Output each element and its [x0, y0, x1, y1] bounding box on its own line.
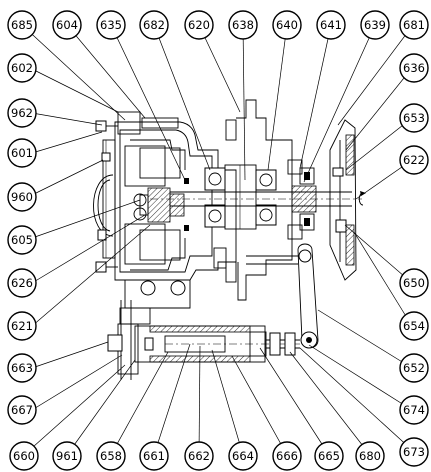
- svg-text:620: 620: [188, 18, 210, 32]
- svg-text:660: 660: [13, 449, 35, 463]
- svg-text:601: 601: [11, 146, 33, 160]
- callout-960: 960: [7, 182, 37, 212]
- callout-604: 604: [52, 10, 82, 40]
- callout-664: 664: [228, 441, 258, 471]
- svg-text:680: 680: [359, 449, 381, 463]
- svg-text:674: 674: [403, 403, 425, 417]
- callout-638: 638: [228, 10, 258, 40]
- assembly-drawing: [93, 99, 366, 380]
- svg-text:662: 662: [188, 449, 210, 463]
- svg-text:635: 635: [100, 18, 122, 32]
- svg-text:681: 681: [403, 18, 425, 32]
- svg-text:602: 602: [11, 61, 33, 75]
- callout-602: 602: [7, 53, 37, 83]
- callout-660: 660: [9, 441, 39, 471]
- callout-636: 636: [399, 53, 429, 83]
- callout-635: 635: [96, 10, 126, 40]
- callout-620: 620: [184, 10, 214, 40]
- pinion-section: [133, 178, 189, 231]
- svg-text:673: 673: [403, 445, 425, 459]
- callout-653: 653: [399, 103, 429, 133]
- svg-text:960: 960: [11, 190, 33, 204]
- callout-665: 665: [314, 441, 344, 471]
- svg-text:682: 682: [143, 18, 165, 32]
- callout-641: 641: [316, 10, 346, 40]
- svg-text:636: 636: [403, 61, 425, 75]
- svg-text:685: 685: [11, 18, 33, 32]
- svg-text:661: 661: [143, 449, 165, 463]
- callout-666: 666: [272, 441, 302, 471]
- callout-652: 652: [399, 353, 429, 383]
- callout-650: 650: [399, 268, 429, 298]
- bearing-housing: [204, 99, 293, 301]
- gear-housing: [95, 111, 237, 281]
- callout-673: 673: [399, 437, 429, 467]
- callout-962: 962: [7, 98, 37, 128]
- callout-674: 674: [399, 395, 429, 425]
- svg-text:653: 653: [403, 111, 425, 125]
- svg-text:621: 621: [11, 319, 33, 333]
- callout-658: 658: [96, 441, 126, 471]
- callout-961: 961: [52, 441, 82, 471]
- callout-621: 621: [7, 311, 37, 341]
- main-shaft: [150, 167, 366, 231]
- svg-text:638: 638: [232, 18, 254, 32]
- svg-text:641: 641: [320, 18, 342, 32]
- callout-667: 667: [7, 395, 37, 425]
- svg-text:664: 664: [232, 449, 254, 463]
- callout-681: 681: [399, 10, 429, 40]
- callout-663: 663: [7, 353, 37, 383]
- svg-text:626: 626: [11, 276, 33, 290]
- callout-605: 605: [7, 225, 37, 255]
- svg-text:605: 605: [11, 233, 33, 247]
- svg-text:654: 654: [403, 319, 425, 333]
- svg-text:652: 652: [403, 361, 425, 375]
- callout-680: 680: [355, 441, 385, 471]
- leader-lines: [21, 24, 414, 456]
- svg-text:663: 663: [11, 361, 33, 375]
- svg-text:640: 640: [276, 18, 298, 32]
- svg-text:962: 962: [11, 106, 33, 120]
- callout-662: 662: [184, 441, 214, 471]
- drive-plate: [287, 119, 357, 281]
- svg-text:961: 961: [56, 449, 78, 463]
- actuator-cylinder: [107, 325, 300, 363]
- callout-640: 640: [272, 10, 302, 40]
- callout-626: 626: [7, 268, 37, 298]
- svg-text:604: 604: [56, 18, 78, 32]
- callout-685: 685: [7, 10, 37, 40]
- callout-682: 682: [139, 10, 169, 40]
- lever-arm: [246, 243, 319, 349]
- callout-654: 654: [399, 311, 429, 341]
- svg-text:665: 665: [318, 449, 340, 463]
- svg-text:622: 622: [403, 153, 425, 167]
- svg-text:666: 666: [276, 449, 298, 463]
- svg-text:667: 667: [11, 403, 33, 417]
- svg-text:639: 639: [364, 18, 386, 32]
- support-bracket: [117, 279, 191, 380]
- callout-622: 622: [399, 145, 429, 175]
- svg-text:650: 650: [403, 276, 425, 290]
- callout-601: 601: [7, 138, 37, 168]
- callout-639: 639: [360, 10, 390, 40]
- svg-text:658: 658: [100, 449, 122, 463]
- callout-661: 661: [139, 441, 169, 471]
